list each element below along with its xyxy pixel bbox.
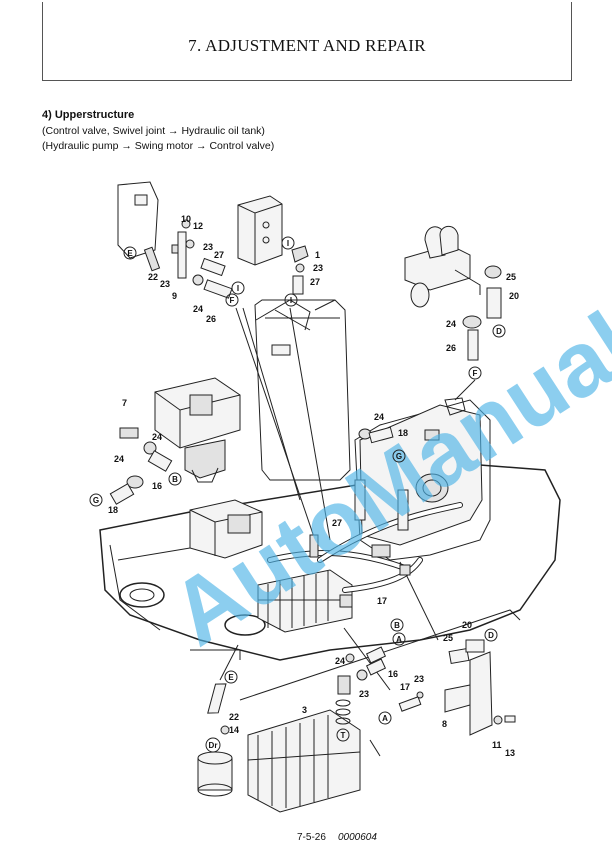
callout-18: 18 [108, 505, 118, 515]
callout-23: 23 [160, 279, 170, 289]
callout-20: 20 [509, 291, 519, 301]
document-code: 0000604 [338, 832, 377, 843]
callout-22: 22 [229, 712, 239, 722]
callout-11: 11 [492, 740, 502, 750]
callout-25: 25 [443, 633, 453, 643]
ref-letter-G: G [396, 452, 402, 461]
ref-letter-E: E [228, 673, 234, 682]
callout-3: 3 [302, 705, 307, 715]
swing-motor [154, 377, 241, 483]
ref-letter-B: B [172, 475, 178, 484]
callout-1: 1 [315, 250, 320, 260]
callout-17: 17 [400, 682, 410, 692]
bracket-assembly [398, 639, 516, 736]
callout-18: 18 [398, 428, 408, 438]
callout-17: 17 [377, 596, 387, 606]
drain-filter [197, 683, 233, 797]
callout-7: 7 [122, 398, 127, 408]
valve-center-fittings [309, 534, 411, 608]
hydraulic-pump [189, 499, 263, 559]
section-subtitle-2: (Hydraulic pump → Swing motor → Control … [42, 140, 275, 152]
upperstructure-frame [99, 299, 561, 661]
page-number: 7-5-26 [297, 832, 326, 843]
callout-23: 23 [313, 263, 323, 273]
control-valve-bottom [247, 675, 361, 813]
callout-20: 20 [462, 620, 472, 630]
callout-26: 26 [206, 314, 216, 324]
tank-fittings-top-right [404, 225, 502, 361]
tank-side-fittings [354, 426, 409, 531]
callout-24: 24 [335, 656, 345, 666]
control-valve-block-top [237, 195, 309, 295]
ref-letter-D: D [496, 327, 502, 336]
callout-24: 24 [114, 454, 124, 464]
section-subtitle-1: (Control valve, Swivel joint → Hydraulic… [42, 125, 265, 137]
callout-26: 26 [446, 343, 456, 353]
callout-9: 9 [172, 291, 177, 301]
ref-letter-Dr: Dr [209, 741, 218, 750]
leader-lines [190, 307, 521, 757]
callout-8: 8 [442, 719, 447, 729]
hydraulic-oil-tank [359, 397, 483, 546]
chapter-title: 7. ADJUSTMENT AND REPAIR [188, 36, 426, 55]
callout-14: 14 [229, 725, 239, 735]
callout-22: 22 [148, 272, 158, 282]
chapter-header: 7. ADJUSTMENT AND REPAIR [42, 2, 572, 81]
swing-motor-fittings [109, 427, 173, 505]
ref-letter-F: F [230, 296, 235, 305]
ref-letter-T: T [341, 731, 346, 740]
callout-27: 27 [310, 277, 320, 287]
center-fittings [345, 646, 387, 681]
callout-27: 27 [214, 250, 224, 260]
callout-16: 16 [388, 669, 398, 679]
callout-23: 23 [414, 674, 424, 684]
callout-10: 10 [181, 214, 191, 224]
callout-25: 25 [506, 272, 516, 282]
control-valve-on-frame [257, 569, 353, 633]
ref-letter-I: I [290, 296, 292, 305]
callout-13: 13 [505, 748, 515, 758]
ref-letter-A: A [382, 714, 388, 723]
callout-24: 24 [193, 304, 203, 314]
section-heading: 4) Upperstructure [42, 109, 135, 121]
callout-23: 23 [203, 242, 213, 252]
ref-letter-I: I [287, 239, 289, 248]
part-callouts: 10 12 23 27 22 23 9 24 26 1 23 27 25 20 … [108, 214, 519, 758]
fitting-group-top-left [117, 181, 336, 331]
callout-27: 27 [332, 518, 342, 528]
watermark: AutoManual [154, 293, 612, 665]
callout-24: 24 [152, 432, 162, 442]
callout-23: 23 [359, 689, 369, 699]
callout-16: 16 [152, 481, 162, 491]
callout-24: 24 [446, 319, 456, 329]
ref-letter-D: D [488, 631, 494, 640]
callout-12: 12 [193, 221, 203, 231]
ref-letter-A: A [396, 635, 402, 644]
ref-letter-F: F [473, 369, 478, 378]
ref-letter-G: G [93, 496, 99, 505]
ref-letter-I: I [237, 284, 239, 293]
callout-24: 24 [374, 412, 384, 422]
ref-letter-E: E [127, 249, 133, 258]
ref-letter-B: B [394, 621, 400, 630]
reference-letters: E F I I I D F B G G B A D E Dr T A [89, 236, 506, 753]
